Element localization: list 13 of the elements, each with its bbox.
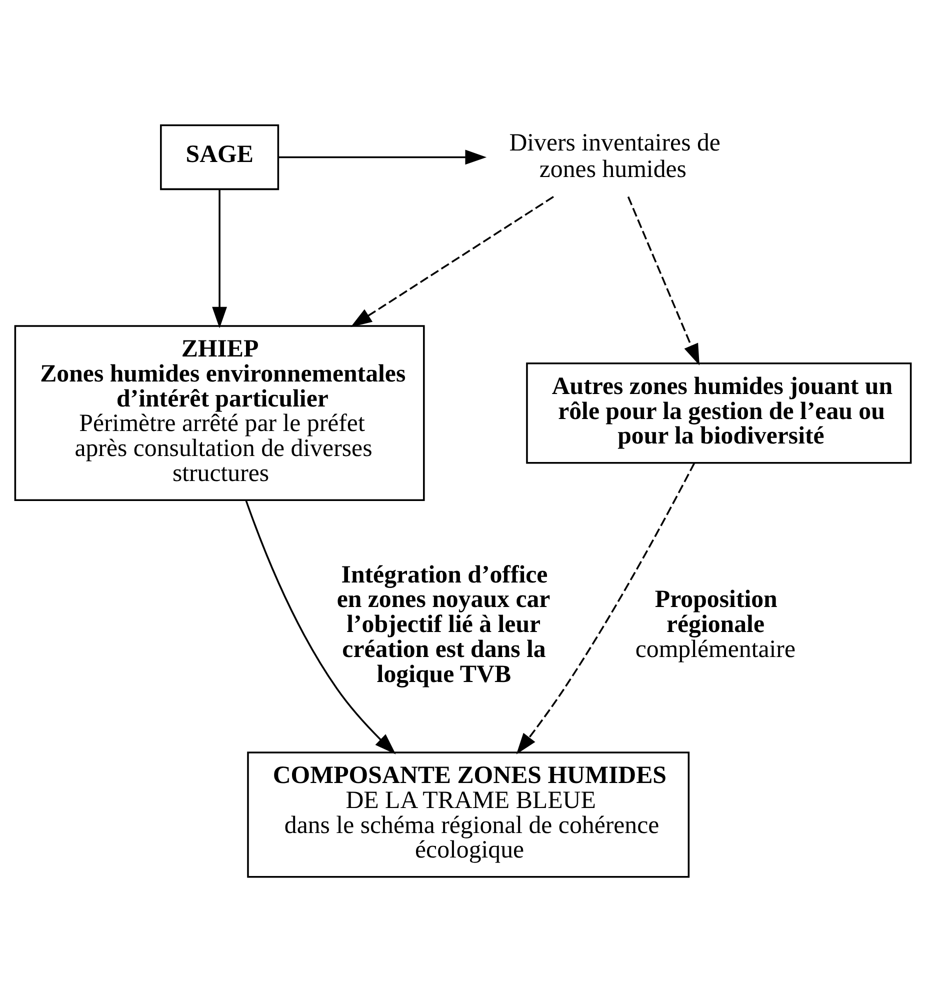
node-box: COMPOSANTE ZONES HUMIDES DE LA TRAME BLEUE dans le schéma régional de cohérence écologique <box>247 751 690 878</box>
edge-label: Intégration d’office en zones noyaux car l’objectif lié à leur création est dans la logique TVB <box>336 560 550 688</box>
node-box: Autres zones humides jouant un rôle pour la gestion de l’eau ou pour la biodiversité <box>526 362 912 464</box>
edge-label: Proposition régionale complémentaire <box>635 586 796 662</box>
node-box: ZHIEP Zones humides environnementales d’intérêt particulier Périmètre arrêté par le préfet après consultation de diverses structures <box>14 324 425 501</box>
arrow <box>516 462 696 754</box>
arrow <box>245 499 396 754</box>
node-box: SAGE <box>160 124 280 190</box>
arrow <box>350 196 554 327</box>
arrow <box>627 196 700 365</box>
node-text: Divers inventaires de zones humides <box>509 128 720 183</box>
arrow <box>278 149 487 164</box>
arrow <box>212 188 228 328</box>
